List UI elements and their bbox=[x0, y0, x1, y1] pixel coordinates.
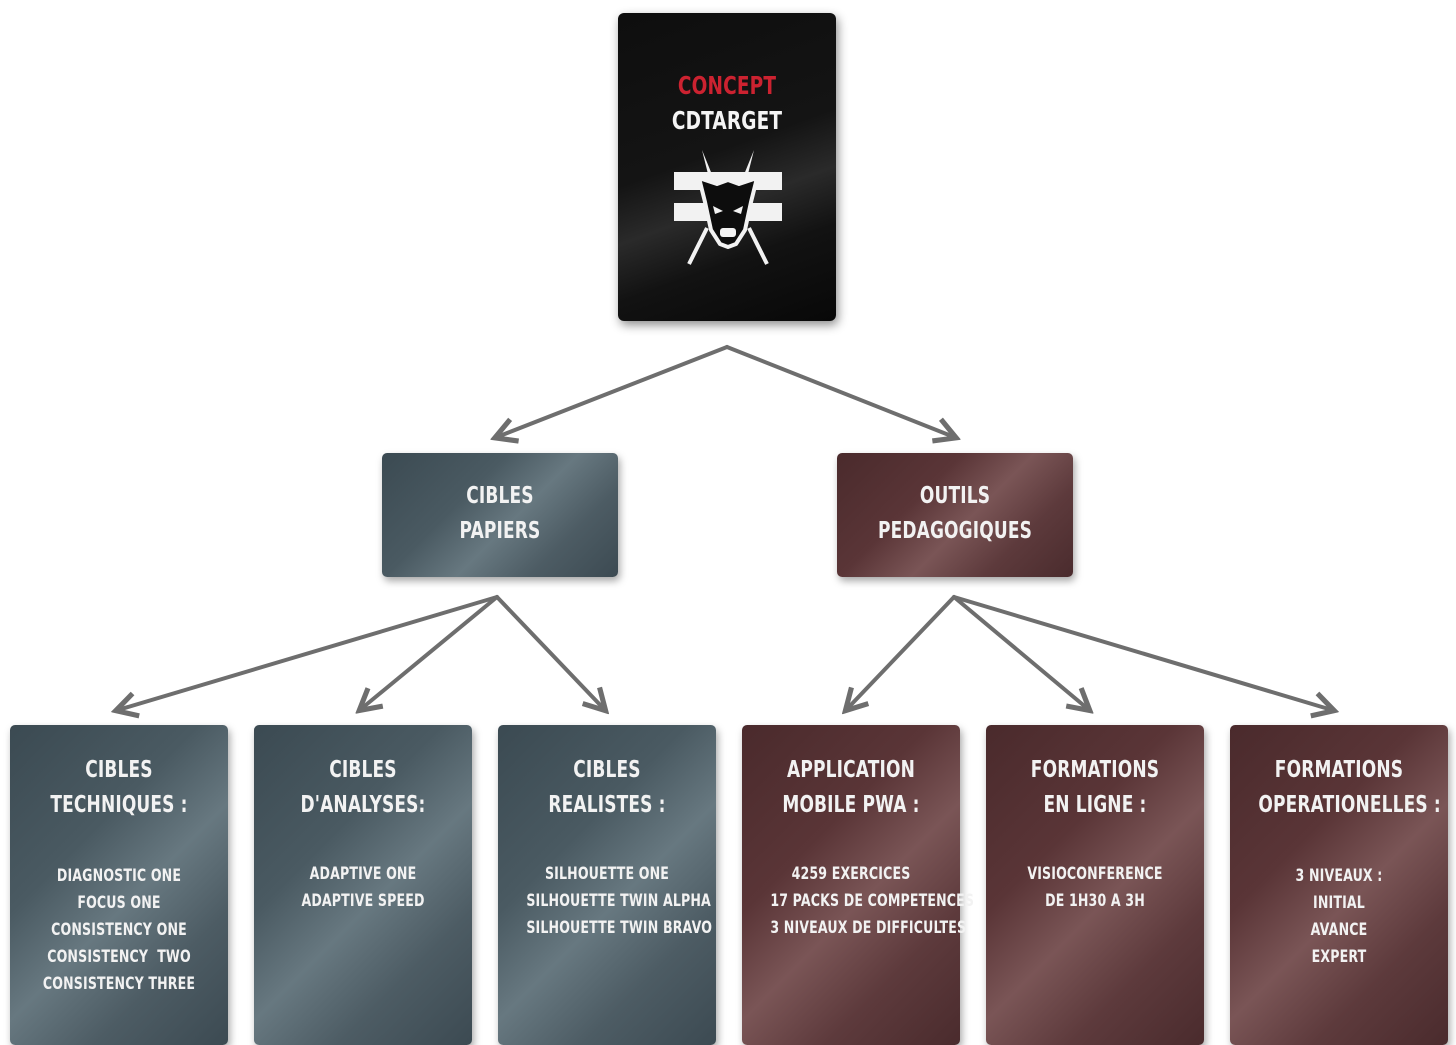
leaf-items: DIAGNOSTIC ONE FOCUS ONE CONSISTENCY ONE… bbox=[38, 863, 199, 998]
category-outils-pedagogiques: OUTILS PEDAGOGIQUES bbox=[837, 453, 1073, 577]
brand-label: CDTARGET bbox=[671, 106, 783, 135]
leaf-items: ADAPTIVE ONE ADAPTIVE SPEED bbox=[282, 861, 443, 915]
leaf-item: CONSISTENCY ONE bbox=[51, 920, 187, 940]
category-title-line1: CIBLES bbox=[466, 483, 534, 509]
leaf-title-line2: EN LIGNE : bbox=[1043, 792, 1147, 818]
leaf-item: SILHOUETTE ONE bbox=[544, 864, 670, 884]
leaf-item: FOCUS ONE bbox=[77, 893, 161, 913]
arrow-root-to-papiers bbox=[497, 345, 729, 437]
leaf-title-line1: CIBLES bbox=[573, 757, 641, 783]
leaf-item: 3 NIVEAUX DE DIFFICULTES bbox=[770, 918, 967, 938]
leaf-item: SILHOUETTE TWIN ALPHA bbox=[526, 891, 711, 911]
category-cibles-papiers: CIBLES PAPIERS bbox=[382, 453, 618, 577]
leaf-item: VISIOCONFERENCE bbox=[1027, 864, 1163, 884]
leaf-cibles-analyses: CIBLES D'ANALYSES: ADAPTIVE ONE ADAPTIVE… bbox=[254, 725, 472, 1045]
leaf-title-line1: FORMATIONS bbox=[1030, 757, 1160, 783]
leaf-title-line2: D'ANALYSES: bbox=[300, 792, 426, 818]
leaf-items: VISIOCONFERENCE DE 1H30 A 3H bbox=[1014, 861, 1175, 915]
concept-label: CONCEPT bbox=[677, 71, 777, 100]
leaf-title-line2: TECHNIQUES : bbox=[50, 792, 188, 818]
arrow-outils-to-pwa bbox=[847, 595, 956, 709]
arrow-papiers-to-realistes bbox=[495, 595, 604, 709]
leaf-items: 3 NIVEAUX : INITIAL AVANCE EXPERT bbox=[1258, 863, 1419, 971]
leaf-formations-operationelles: FORMATIONS OPERATIONELLES : 3 NIVEAUX : … bbox=[1230, 725, 1448, 1045]
leaf-cibles-realistes: CIBLES REALISTES : SILHOUETTE ONE SILHOU… bbox=[498, 725, 716, 1045]
leaf-title-line2: OPERATIONELLES : bbox=[1258, 792, 1441, 818]
leaf-title-line1: FORMATIONS bbox=[1274, 757, 1404, 783]
leaf-item: 17 PACKS DE COMPETENCES bbox=[770, 891, 975, 911]
leaf-item: 3 NIVEAUX : bbox=[1295, 866, 1383, 886]
leaf-formations-en-ligne: FORMATIONS EN LIGNE : VISIOCONFERENCE DE… bbox=[986, 725, 1204, 1045]
arrow-papiers-to-analyses bbox=[361, 595, 499, 709]
leaf-item: 4259 EXERCICES bbox=[791, 864, 911, 884]
leaf-title-line2: REALISTES : bbox=[548, 792, 666, 818]
leaf-title-line1: CIBLES bbox=[85, 757, 153, 783]
leaf-items: 4259 EXERCICES 17 PACKS DE COMPETENCES 3… bbox=[770, 861, 975, 942]
leaf-item: ADAPTIVE SPEED bbox=[301, 891, 425, 911]
category-title-line2: PEDAGOGIQUES bbox=[877, 518, 1033, 544]
leaf-title-line1: APPLICATION bbox=[787, 757, 915, 783]
leaf-application-mobile-pwa: APPLICATION MOBILE PWA : 4259 EXERCICES … bbox=[742, 725, 975, 1045]
leaf-item: INITIAL bbox=[1313, 893, 1365, 913]
category-title-line2: PAPIERS bbox=[459, 518, 541, 544]
leaf-item: DE 1H30 A 3H bbox=[1045, 891, 1145, 911]
root-concept-card: CONCEPT CDTARGET bbox=[618, 13, 836, 321]
arrow-outils-to-ligne bbox=[952, 595, 1088, 709]
leaf-item: SILHOUETTE TWIN BRAVO bbox=[526, 918, 713, 938]
leaf-item: EXPERT bbox=[1311, 947, 1367, 967]
bull-target-logo-icon bbox=[674, 150, 782, 265]
leaf-title-line2: MOBILE PWA : bbox=[782, 792, 920, 818]
arrow-root-to-outils bbox=[725, 345, 954, 437]
leaf-item: DIAGNOSTIC ONE bbox=[56, 866, 182, 886]
leaf-item: CONSISTENCY THREE bbox=[42, 974, 196, 994]
arrow-outils-to-ops bbox=[952, 595, 1332, 710]
category-title-line1: OUTILS bbox=[919, 483, 991, 509]
leaf-item: ADAPTIVE ONE bbox=[309, 864, 417, 884]
leaf-title-line1: CIBLES bbox=[329, 757, 397, 783]
leaf-items: SILHOUETTE ONE SILHOUETTE TWIN ALPHA SIL… bbox=[526, 861, 713, 942]
leaf-item: AVANCE bbox=[1310, 920, 1368, 940]
leaf-item: CONSISTENCY TWO bbox=[47, 947, 191, 967]
arrow-papiers-to-techniques bbox=[118, 595, 499, 710]
leaf-cibles-techniques: CIBLES TECHNIQUES : DIAGNOSTIC ONE FOCUS… bbox=[10, 725, 228, 1045]
